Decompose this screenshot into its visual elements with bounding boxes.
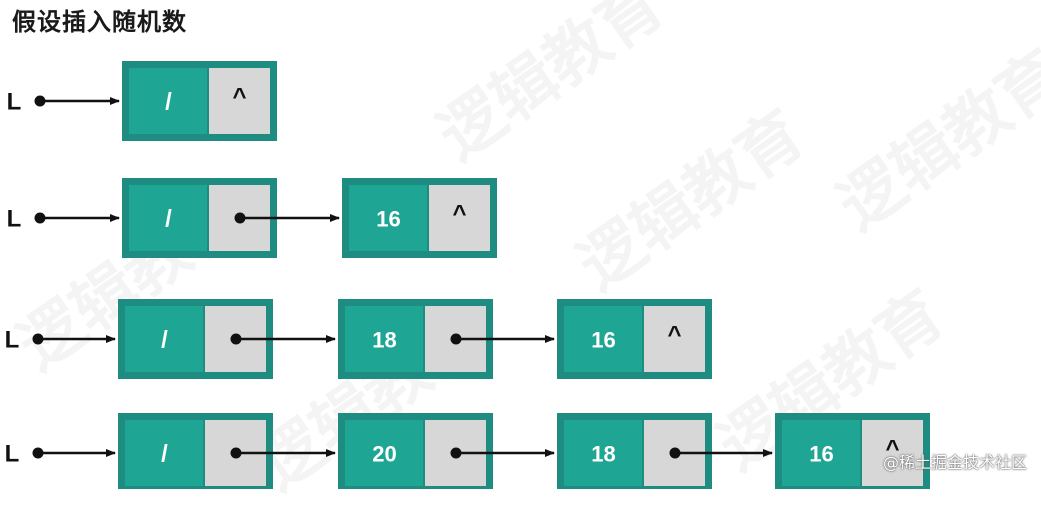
- list-node: [118, 299, 273, 379]
- node-pointer-cell: [644, 306, 705, 372]
- node-data-value: 18: [591, 442, 615, 467]
- list-node: [118, 413, 273, 489]
- list-node: [775, 413, 930, 489]
- node-pointer-cell: [429, 185, 490, 251]
- null-pointer-symbol: ^: [232, 84, 246, 111]
- node-data-value: /: [161, 327, 168, 354]
- node-data-cell: [129, 185, 207, 251]
- node-data-value: 16: [376, 207, 400, 232]
- head-label: L: [7, 89, 22, 116]
- list-node: [342, 178, 497, 258]
- node-data-value: /: [165, 206, 172, 233]
- node-data-cell: [125, 306, 203, 372]
- null-pointer-symbol: ^: [452, 201, 466, 228]
- node-data-value: 20: [372, 442, 396, 467]
- node-data-cell: [782, 420, 860, 486]
- head-label: L: [7, 206, 22, 233]
- node-data-value: 18: [372, 328, 396, 353]
- footer-credit: @稀土掘金技术社区: [882, 453, 1027, 472]
- node-data-cell: [564, 420, 642, 486]
- list-node: [338, 413, 493, 489]
- list-node: [122, 61, 277, 141]
- node-pointer-cell: [209, 68, 270, 134]
- list-node: [557, 299, 712, 379]
- null-pointer-symbol: ^: [885, 436, 899, 463]
- node-data-value: 16: [591, 328, 615, 353]
- node-data-value: /: [161, 441, 168, 468]
- node-data-cell: [129, 68, 207, 134]
- node-data-value: 16: [809, 442, 833, 467]
- head-label: L: [5, 327, 20, 354]
- linked-list-diagram: L / ^ L / 16 ^ L / 18 16 ^ L / 20 18 16 ^: [5, 61, 930, 489]
- node-pointer-cell: [862, 420, 923, 486]
- node-data-cell: [349, 185, 427, 251]
- head-label: L: [5, 441, 20, 468]
- node-data-cell: [345, 306, 423, 372]
- node-data-cell: [345, 420, 423, 486]
- node-data-cell: [125, 420, 203, 486]
- null-pointer-symbol: ^: [667, 322, 681, 349]
- list-node: [557, 413, 712, 489]
- list-node: [122, 178, 277, 258]
- node-data-value: /: [165, 89, 172, 116]
- node-data-cell: [564, 306, 642, 372]
- diagram-title: 假设插入随机数: [12, 8, 187, 36]
